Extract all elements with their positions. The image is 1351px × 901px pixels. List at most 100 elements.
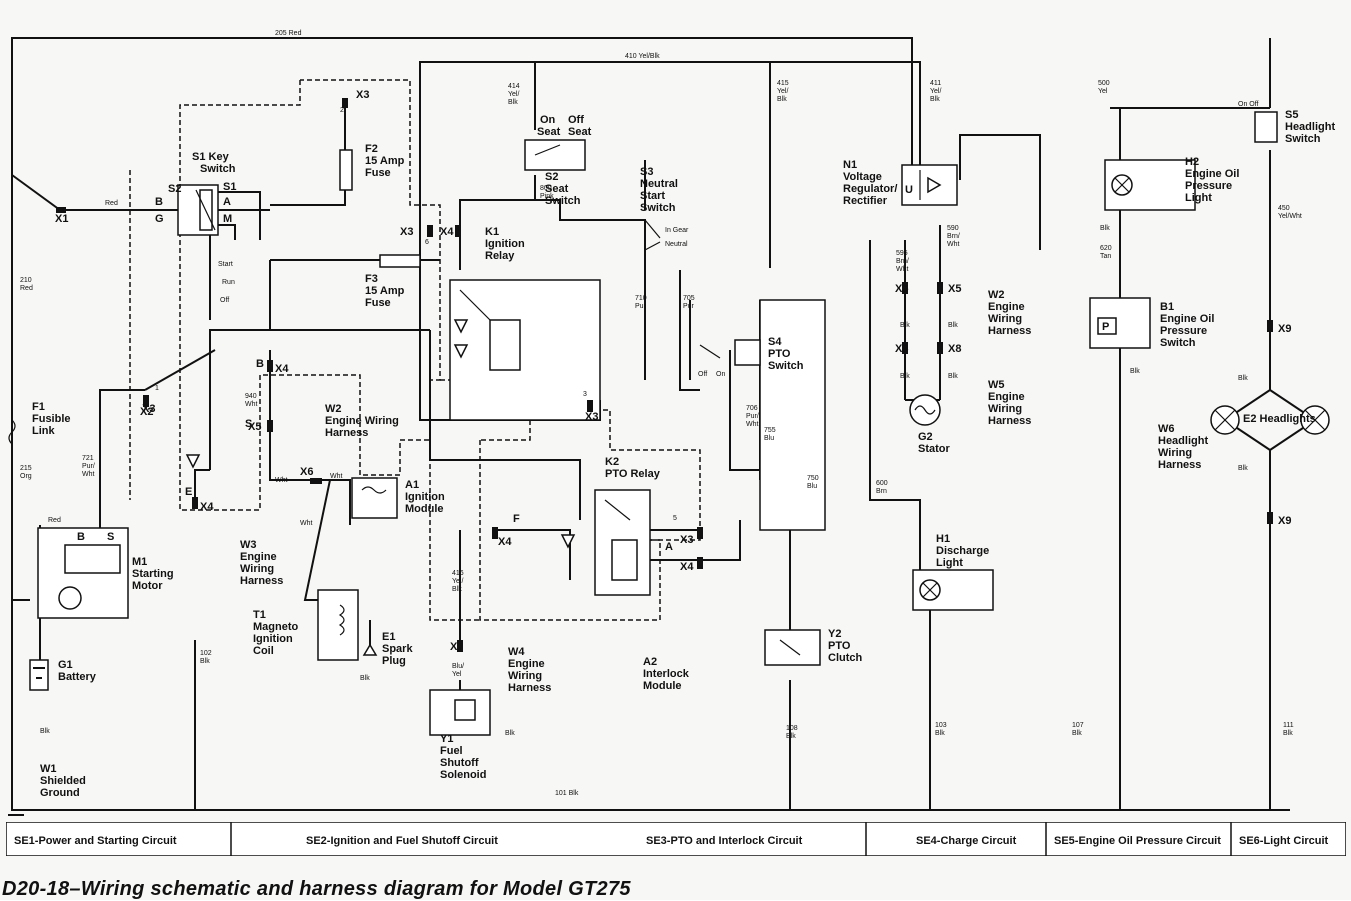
wire-blk-1: Blk — [40, 728, 50, 735]
pto-off: Off — [698, 371, 707, 378]
headlight-on-off: On Off — [1238, 101, 1259, 108]
wire-red-motor: Red — [48, 517, 61, 524]
wire-blk-6: Blk — [1238, 375, 1248, 382]
connector-x3-left: X3 — [142, 403, 155, 415]
wire-blk-10: Blk — [1100, 225, 1110, 232]
terminal-s2: S2 — [168, 183, 181, 195]
seat-seat2: Seat — [568, 126, 592, 138]
connector-x4-bottom: X4 — [200, 501, 214, 513]
connector-x5-left: X5 — [248, 421, 261, 433]
terminal-labels: S2 S1 B A G M B S U P A E F B S — [77, 181, 1109, 553]
wire-wht-a: Wht — [275, 477, 288, 484]
wire-blk-5: Blk — [948, 373, 958, 380]
key-run: Run — [222, 279, 235, 286]
terminal-s-motor: S — [107, 531, 114, 543]
terminal-m-key: M — [223, 213, 232, 225]
pin-6: 6 — [425, 239, 429, 246]
wire-101: 101 Blk — [555, 790, 579, 797]
pin-3: 3 — [583, 391, 587, 398]
seat-off: Off — [568, 114, 584, 126]
section-se4: SE4-Charge Circuit — [916, 835, 1017, 847]
terminal-u: U — [905, 184, 913, 196]
terminal-b-x4: B — [256, 358, 264, 370]
terminal-p: P — [1102, 321, 1109, 333]
connector-x7: X7 — [450, 641, 463, 653]
connector-x3-top: X3 — [356, 89, 369, 101]
section-se2: SE2-Ignition and Fuel Shutoff Circuit — [306, 835, 498, 847]
connector-x6: X6 — [300, 466, 313, 478]
neutral-in-gear: In Gear — [665, 227, 689, 234]
label-e2: E2 Headlights — [1243, 413, 1316, 425]
section-se1: SE1-Power and Starting Circuit — [14, 835, 177, 847]
connector-x9-bottom: X9 — [1278, 515, 1291, 527]
terminal-b-key: B — [155, 196, 163, 208]
terminal-a-relay: A — [665, 541, 673, 553]
connector-markers — [56, 98, 1273, 652]
wire-410: 410 Yel/Blk — [625, 53, 660, 60]
section-se6: SE6-Light Circuit — [1239, 835, 1329, 847]
connector-x4-f: X4 — [498, 536, 512, 548]
switch-position-labels: Start Run Off On Off Seat Seat In Gear N… — [218, 101, 1259, 378]
wire-red-x1: Red — [105, 200, 118, 207]
terminal-s-x5: S — [245, 418, 252, 430]
pin-2: 2 — [340, 107, 344, 114]
wire-blk-2: Blk — [900, 322, 910, 329]
wire-blk-11: Blk — [360, 675, 370, 682]
section-se3: SE3-PTO and Interlock Circuit — [646, 835, 803, 847]
component-symbols — [8, 111, 1330, 816]
wire-blk-3: Blk — [948, 322, 958, 329]
neutral-neutral: Neutral — [665, 241, 688, 248]
wire-blk-7: Blk — [1238, 465, 1248, 472]
terminal-f: F — [513, 513, 520, 525]
wire-205: 205 Red — [275, 30, 302, 37]
harness-outlines — [129, 79, 701, 621]
terminal-e: E — [185, 486, 192, 498]
connector-x8-a: X8 — [895, 343, 908, 355]
connector-x4-left: X4 — [275, 363, 289, 375]
connector-x3-k2: X3 — [680, 534, 693, 546]
terminal-a-key: A — [223, 196, 231, 208]
